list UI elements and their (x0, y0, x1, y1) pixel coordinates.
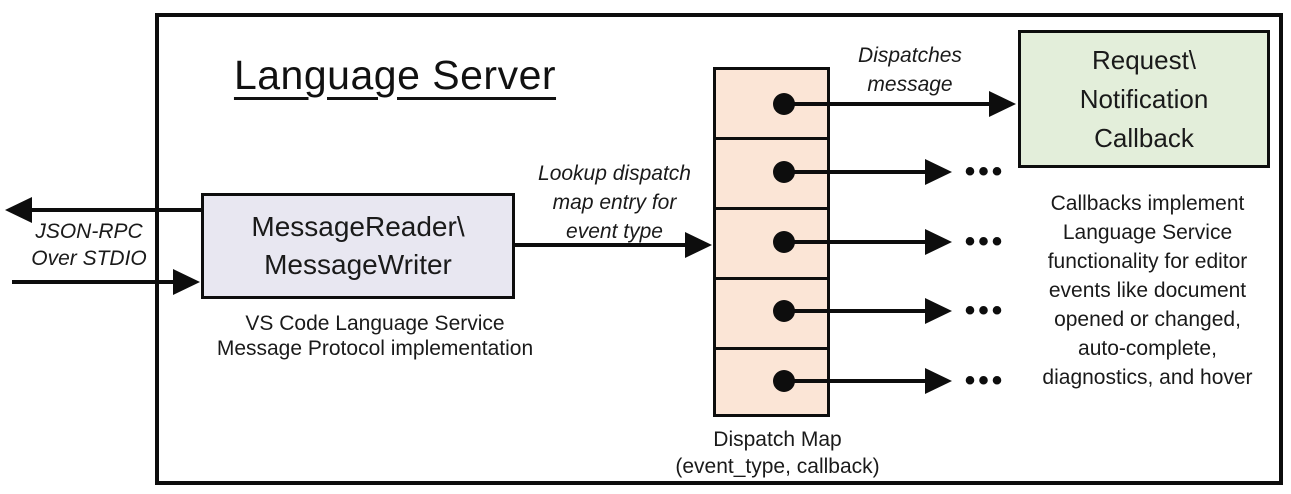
reader-caption-line1: VS Code Language Service (245, 312, 505, 335)
reader-caption: VS Code Language Service Message Protoco… (195, 311, 555, 361)
lookup-label-line3: event type (566, 220, 663, 243)
request-notification-callback-box: Request\ Notification Callback (1018, 30, 1270, 168)
dispatches-message-label: Dispatches message (830, 41, 990, 99)
dispatch-map-caption: Dispatch Map (event_type, callback) (645, 426, 910, 480)
dispatch-map-caption-line1: Dispatch Map (713, 428, 842, 451)
callback-box-line1: Request\ (1091, 44, 1197, 75)
callback-note-line3: functionality for editor (1047, 250, 1248, 273)
dispatch-map-divider (716, 137, 827, 140)
dispatch-map-divider (716, 277, 827, 280)
dispatches-label-line1: Dispatches (858, 44, 962, 67)
ellipsis-icon: ••• (964, 155, 1006, 188)
ellipsis-icon: ••• (964, 225, 1006, 258)
message-reader-writer-box: MessageReader\ MessageWriter (201, 193, 515, 299)
dispatch-map-cell (716, 280, 827, 350)
callback-note-line1: Callbacks implement (1050, 192, 1245, 215)
callback-note-line5: opened or changed, (1054, 308, 1241, 331)
diagram-title: Language Server (233, 52, 557, 98)
json-rpc-label-line2: Over STDIO (31, 247, 147, 270)
dispatch-map-cell (716, 70, 827, 140)
lookup-dispatch-label: Lookup dispatch map entry for event type (512, 159, 717, 246)
dispatch-map-cell (716, 140, 827, 210)
ellipsis-icon: ••• (964, 364, 1006, 397)
callback-note-line2: Language Service (1062, 221, 1233, 244)
dispatch-map-box (713, 67, 830, 417)
callback-note-line6: auto-complete, (1078, 337, 1217, 360)
message-reader-line: MessageReader\ (251, 211, 465, 242)
dispatch-map-cell (716, 210, 827, 280)
lookup-label-line2: map entry for (552, 191, 677, 214)
callback-note-line4: events like document (1048, 279, 1247, 302)
dispatch-map-divider (716, 347, 827, 350)
json-rpc-label-line1: JSON-RPC (35, 220, 143, 243)
dispatch-map-cell (716, 350, 827, 420)
message-writer-line: MessageWriter (264, 249, 452, 280)
callback-note: Callbacks implement Language Service fun… (1005, 189, 1290, 392)
json-rpc-label: JSON-RPC Over STDIO (18, 218, 160, 272)
dispatch-map-caption-line2: (event_type, callback) (675, 455, 880, 478)
callback-box-line3: Callback (1094, 122, 1194, 153)
lookup-label-line1: Lookup dispatch (538, 162, 691, 185)
callback-box-line2: Notification (1079, 83, 1209, 114)
reader-caption-line2: Message Protocol implementation (216, 337, 534, 360)
dispatches-label-line2: message (867, 73, 953, 96)
dispatch-map-divider (716, 207, 827, 210)
callback-note-line7: diagnostics, and hover (1042, 366, 1253, 389)
ellipsis-icon: ••• (964, 294, 1006, 327)
